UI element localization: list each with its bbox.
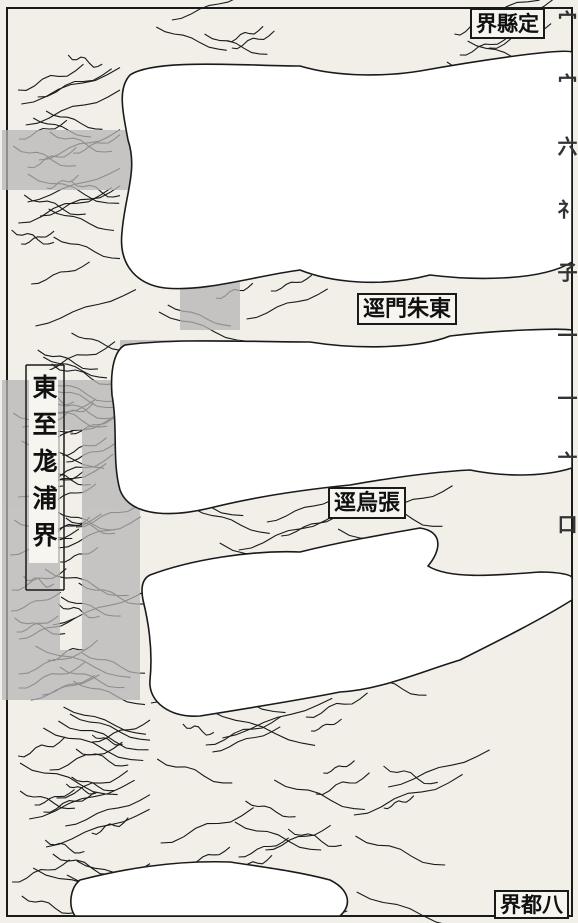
hatch-stroke — [31, 261, 90, 285]
cloud-top — [120, 50, 573, 290]
hatch-stroke — [238, 512, 339, 551]
hatch-stroke — [18, 736, 66, 758]
hatch-stroke — [12, 859, 70, 883]
hatch-stroke — [37, 349, 98, 370]
hatch-stroke — [192, 507, 270, 534]
hatch-stroke — [234, 821, 322, 851]
hatch-stroke — [45, 808, 150, 848]
hatch-stroke — [204, 33, 268, 55]
hatch-stroke — [91, 734, 123, 746]
hatch-stroke — [18, 187, 113, 224]
hatch-stroke — [28, 779, 135, 820]
hatch-stroke — [37, 68, 113, 98]
hatch-stroke — [182, 723, 215, 736]
hatch-stroke — [287, 828, 342, 847]
hatch-stroke — [156, 26, 227, 51]
hatch-stroke — [92, 719, 151, 743]
hatch-stroke — [355, 835, 446, 866]
hatch-stroke — [34, 789, 75, 806]
cloud-middle — [110, 328, 573, 515]
hatch-stroke — [270, 274, 313, 292]
hatch-stroke — [43, 356, 108, 379]
hatch-stroke — [205, 715, 282, 746]
hatch-stroke — [23, 194, 86, 216]
hatch-stroke — [226, 25, 264, 43]
hatch-stroke — [281, 512, 343, 537]
hatch-stroke — [383, 765, 438, 785]
hatch-stroke — [231, 30, 275, 50]
hatch-stroke — [212, 726, 281, 753]
hatch-stroke — [19, 790, 75, 810]
hatch-stroke — [91, 817, 129, 836]
cloud-lower — [141, 527, 573, 717]
hatch-stroke — [222, 697, 333, 739]
hatch-stroke — [45, 110, 103, 130]
hatch-stroke — [43, 791, 96, 813]
hatch-stroke — [356, 891, 443, 923]
label-eighth-district-boundary: 界都八 — [494, 890, 569, 919]
hatch-stroke — [305, 692, 368, 718]
label-east-zhu-men-jing: 逕門朱東 — [357, 293, 458, 325]
hatch-stroke — [69, 713, 151, 741]
hatch-stroke — [21, 67, 121, 105]
hatch-stroke — [43, 727, 144, 762]
hatch-stroke — [245, 800, 296, 818]
hatch-stroke — [71, 332, 126, 352]
label-ding-county-boundary: 界縣定 — [470, 8, 545, 39]
cloud-shapes — [70, 50, 573, 917]
cloud-bottom — [70, 860, 349, 917]
hatch-stroke — [63, 706, 146, 735]
hatch-stroke — [17, 63, 84, 91]
hatch-stroke — [25, 89, 121, 126]
hatch-stroke — [65, 794, 151, 827]
hatch-stroke — [71, 776, 115, 792]
hatch-stroke — [75, 748, 129, 767]
hatch-stroke — [11, 229, 55, 245]
hatch-stroke — [208, 709, 316, 746]
hatch-stroke — [273, 779, 365, 811]
hatch-stroke — [48, 208, 115, 232]
hatch-stroke — [56, 770, 129, 799]
hatch-stroke — [67, 54, 103, 68]
hatch-stroke — [459, 34, 511, 56]
hatch-stroke — [383, 795, 415, 810]
hatch-stroke — [38, 341, 116, 372]
hatch-stroke — [246, 288, 328, 320]
hatch-stroke — [19, 762, 118, 796]
hatch-stroke — [238, 837, 290, 858]
label-frames — [25, 364, 65, 591]
hatch-stroke — [53, 236, 121, 260]
hatch-stroke — [21, 230, 55, 245]
hatch-stroke — [156, 758, 233, 784]
hatch-stroke — [40, 185, 121, 217]
hatch-stroke — [160, 807, 254, 844]
hatch-stroke — [315, 772, 370, 796]
hatch-stroke — [44, 839, 85, 854]
hatch-stroke — [58, 720, 149, 751]
hatch-stroke — [310, 718, 342, 732]
hatch-stroke — [52, 853, 116, 875]
hatch-stroke — [265, 824, 332, 851]
hatch-stroke — [35, 289, 137, 327]
hatch-stroke — [353, 773, 463, 816]
margin-characters: 宀 宀 六 礻 子 一 一 亠 口 — [554, 10, 578, 552]
hatch-stroke — [388, 749, 490, 788]
hatch-stroke — [21, 895, 76, 914]
label-east-to-mang-pu-boundary: 東至尨浦界 — [29, 370, 58, 563]
hatch-stroke — [323, 760, 355, 774]
hatch-stroke — [49, 741, 123, 771]
label-zhang-wu-jing: 逕烏張 — [328, 487, 407, 519]
hatch-stroke — [171, 0, 234, 21]
